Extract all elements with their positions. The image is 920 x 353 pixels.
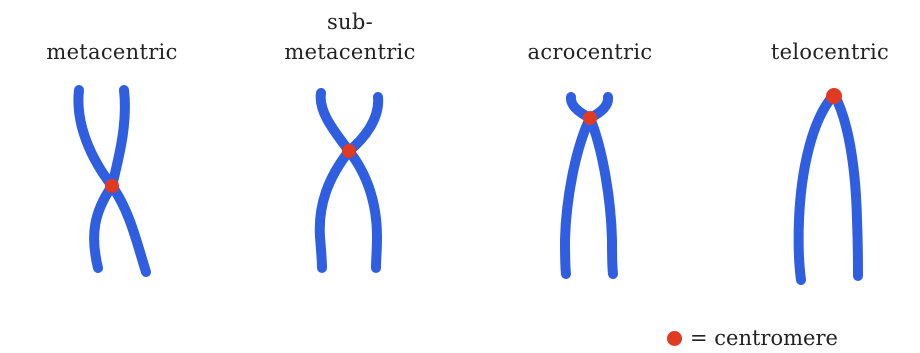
metacentric-chromatid-right	[112, 90, 146, 272]
submetacentric-chromatid-left	[320, 93, 349, 268]
legend: = centromere	[667, 326, 838, 350]
metacentric-centromere	[105, 179, 119, 193]
submetacentric-chromosome	[320, 93, 378, 268]
submetacentric-chromatid-right	[349, 97, 378, 268]
acrocentric-chromosome	[565, 97, 613, 274]
legend-text: = centromere	[690, 326, 838, 350]
submetacentric-centromere	[342, 144, 356, 158]
metacentric-chromatid-left	[78, 90, 112, 268]
centromere-legend-dot	[667, 331, 682, 346]
acrocentric-centromere	[583, 111, 597, 125]
telocentric-chromatid-left	[799, 96, 833, 280]
metacentric-chromosome	[78, 90, 146, 272]
telocentric-chromatid-right	[835, 96, 858, 276]
telocentric-chromosome	[799, 88, 858, 280]
telocentric-centromere	[826, 88, 842, 104]
